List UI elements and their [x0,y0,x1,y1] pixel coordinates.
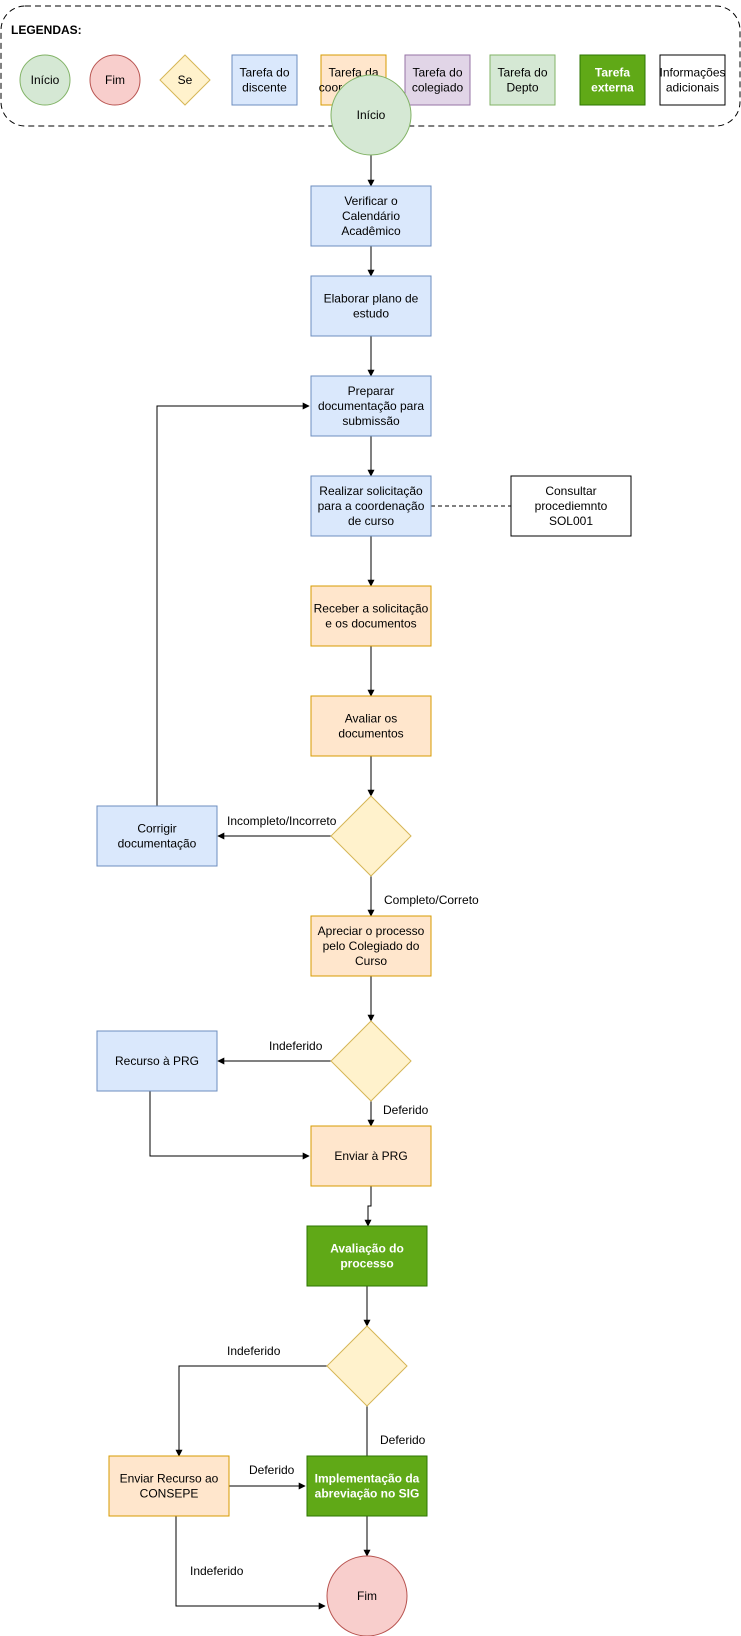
legend-start-label: Início [31,73,60,87]
decision-board-review [330,1020,412,1102]
edge-label-incompleto: Incompleto/Incorreto [227,814,337,828]
node-realizar-shape [310,475,432,537]
legend-decision-label: Se [178,73,193,87]
node-recurso-prg-shape [96,1030,218,1092]
edge-label-indeferido-1: Indeferido [269,1039,323,1053]
edge-label-deferido-3: Deferido [249,1463,295,1477]
node-elaborar-shape [310,275,432,337]
legend-decision-shape [159,54,211,106]
node-inicio-shape [330,74,412,156]
decision-prg-review [326,1325,408,1407]
node-consultar-shape [510,475,632,537]
legend-dept-shape [489,54,556,106]
legend-end-label: Fim [105,73,125,87]
legend-student-shape [231,54,298,106]
legend-info-shape [659,54,726,106]
node-recurso-prg-label: Recurso à PRG [115,1054,199,1068]
edge-label-deferido-1: Deferido [383,1103,429,1117]
node-avaliar-shape [310,695,432,757]
edges [149,155,511,1610]
node-inicio-label: Início [357,108,386,122]
edge-label-deferido-2: Deferido [380,1433,426,1447]
edge-recurso-enviar [149,1091,310,1160]
node-enviar-consepe-shape [108,1455,230,1517]
edge-label-completo: Completo/Correto [384,893,479,907]
node-corrigir-shape [96,805,218,867]
legend-board-shape [404,54,471,106]
edge-enviar-avaliacao [364,1186,372,1227]
edge-decision3-consepe [175,1365,327,1457]
node-verificar-shape [310,185,432,247]
legend-start-shape [19,54,71,106]
decision-documents-check [330,795,412,877]
legend-end-shape [89,54,141,106]
node-receber-shape [310,585,432,647]
node-preparar-shape [310,375,432,437]
node-apreciar-shape [310,915,432,977]
edge-corrigir-preparar [156,402,310,806]
node-fim-shape [326,1555,408,1636]
edge-labels: Incompleto/Incorreto Completo/Correto In… [190,814,479,1578]
edge-label-indeferido-2: Indeferido [227,1344,281,1358]
node-enviar-prg-label: Enviar à PRG [334,1149,407,1163]
node-implementacao-shape [306,1455,428,1517]
node-enviar-prg-shape [310,1125,432,1187]
legend-external-shape [579,54,646,106]
node-avaliacao-shape [306,1225,428,1287]
edge-consepe-fim [175,1516,326,1610]
legend-title: LEGENDAS: [11,23,82,37]
node-fim-label: Fim [357,1589,377,1603]
edge-label-indeferido-3: Indeferido [190,1564,244,1578]
